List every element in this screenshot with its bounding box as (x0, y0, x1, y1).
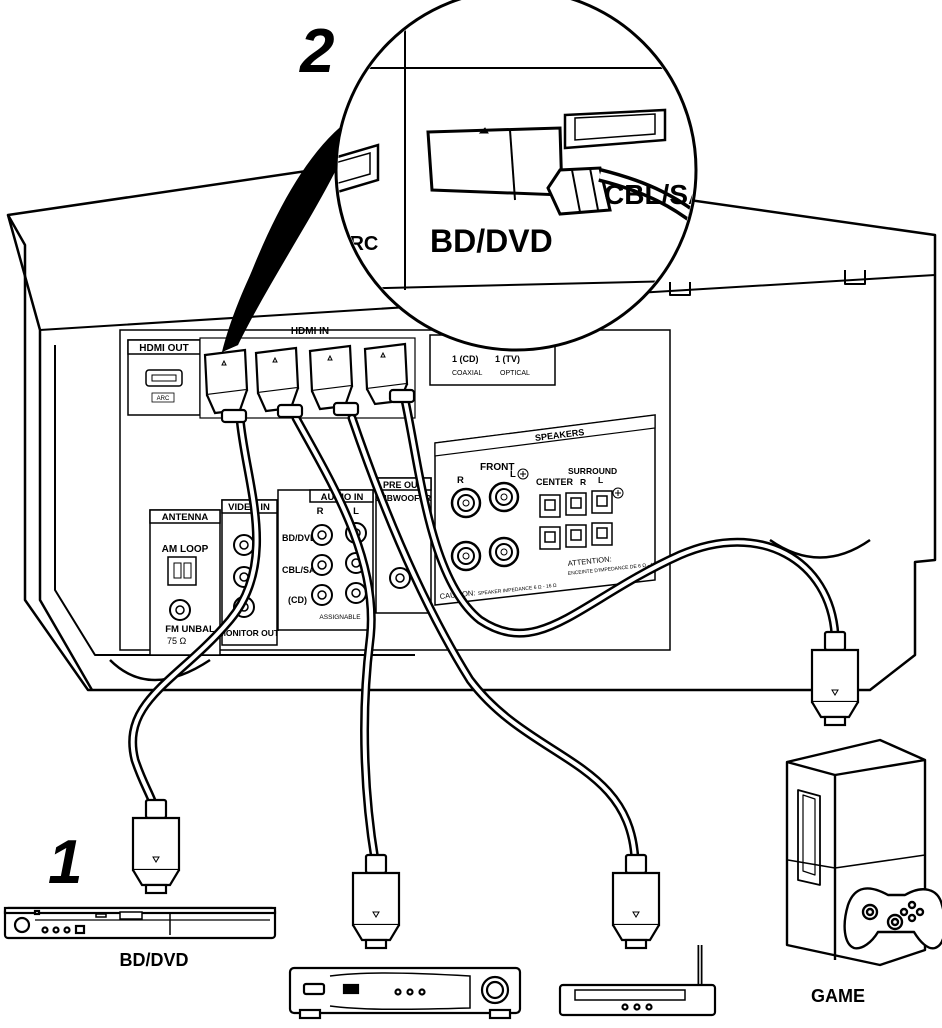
hdmi-plug[interactable] (363, 342, 416, 406)
speakers-section: SPEAKERS FRONT R L CENTER SURROUND R L (434, 414, 662, 606)
hdmi-plugs-receiver (203, 342, 416, 424)
hdmi-plugs-devices (131, 630, 860, 950)
set-top-box (288, 966, 522, 1020)
speaker-binding-post[interactable] (450, 540, 482, 572)
monitor-out-label: MONITOR OUT (219, 628, 280, 638)
audio-r-label: R (317, 506, 324, 517)
hdmi-in-label: HDMI IN (291, 326, 329, 337)
audio-row-label: CBL/SAT (282, 565, 321, 575)
fm-unbal-label: FM UNBAL (165, 624, 215, 635)
video-in-label: VIDEO IN (228, 502, 270, 513)
surround-l-label: L (598, 475, 603, 485)
am-loop-label: AM LOOP (162, 544, 209, 555)
subwoofer-jack[interactable] (389, 567, 411, 589)
surround-r-label: R (580, 477, 586, 487)
am-loop-terminal[interactable] (167, 556, 197, 586)
zoom-port-label: BD/DVD (430, 223, 553, 259)
zoom-next-label: CBL/SAT (604, 179, 723, 210)
speaker-binding-post[interactable] (488, 481, 520, 513)
hdmi-plug[interactable] (254, 346, 304, 419)
bd-dvd-label: BD/DVD (119, 950, 188, 970)
center-label: CENTER (536, 477, 574, 487)
front-label: FRONT (480, 462, 514, 473)
speaker-binding-post[interactable] (488, 536, 520, 568)
audio-jack[interactable] (311, 524, 333, 546)
game-label: GAME (811, 986, 865, 1006)
zoom-hdmi-plug[interactable] (426, 126, 720, 245)
hdmi-out-section: HDMI OUT ARC (127, 339, 201, 416)
step-2-number: 2 (299, 17, 334, 86)
hdmi-plug[interactable] (203, 348, 249, 424)
optical-label: OPTICAL (500, 370, 530, 377)
pre-out-label: PRE OUT (383, 480, 424, 490)
streaming-box (558, 945, 717, 1017)
hdmi-plug[interactable] (308, 344, 360, 417)
hdmi-plug-bd-dvd[interactable] (131, 798, 181, 895)
speaker-push-terminals[interactable] (539, 490, 613, 550)
step-1-number: 1 (48, 828, 82, 897)
audio-jack[interactable] (311, 584, 333, 606)
audio-jack[interactable] (311, 554, 333, 576)
hdmi-out-arc-label: ARC (157, 396, 170, 402)
audio-l-label: L (353, 506, 359, 517)
audio-row-label: (CD) (288, 595, 307, 605)
optical-tv-label: 1 (TV) (495, 354, 520, 364)
assignable-label: ASSIGNABLE (319, 614, 361, 621)
zoom-hdmi-port (338, 143, 380, 197)
gamepad-icon (843, 887, 942, 950)
front-r-label: R (457, 475, 464, 486)
coaxial-cd-label: 1 (CD) (452, 354, 479, 364)
speaker-binding-post[interactable] (450, 487, 482, 519)
antenna-section: ANTENNA AM LOOP FM UNBAL 75 Ω (149, 509, 221, 656)
fm-ohms-label: 75 Ω (167, 636, 187, 646)
hdmi-plug-game[interactable] (810, 630, 860, 727)
zoom-hdmi-port (563, 108, 667, 150)
bd-dvd-player (3, 906, 277, 940)
subwoofer-label: SUBWOOFER (375, 493, 431, 503)
hdmi-plug-stm[interactable] (611, 853, 661, 950)
zoom-callout: BD/DVD CBL/SAT ARC (222, 0, 723, 352)
surround-label: SURROUND (568, 466, 617, 476)
audio-row-label: BD/DVD (282, 533, 317, 543)
hdmi-plug-cbl-sat[interactable] (351, 853, 401, 950)
hdmi-out-label: HDMI OUT (139, 343, 188, 354)
hdmi-cables (128, 395, 840, 865)
front-l-label: L (510, 469, 516, 480)
antenna-label: ANTENNA (162, 512, 209, 523)
video-jack[interactable] (233, 534, 255, 556)
coaxial-label: COAXIAL (452, 370, 482, 377)
audio-jack[interactable] (345, 582, 367, 604)
